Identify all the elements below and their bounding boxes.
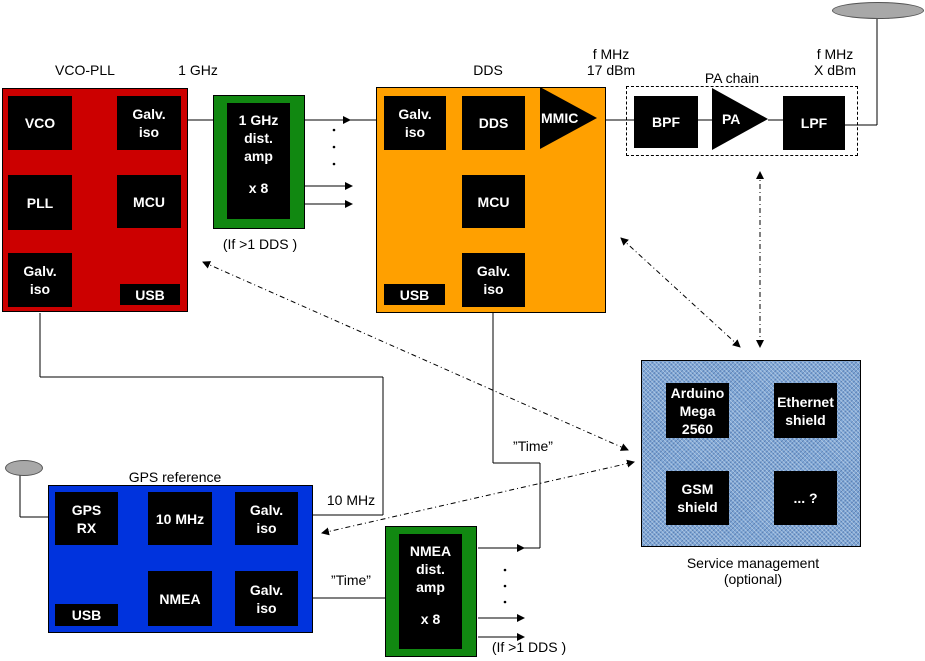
dds-galv-iso-block: Galv. iso [384, 96, 446, 150]
more-block: ... ? [774, 471, 837, 525]
pa-chain-group [626, 86, 858, 156]
pa-output-label: f MHz X dBm [813, 46, 856, 78]
label-time-gps: ”Time” [331, 572, 371, 588]
gps-nmea-block: NMEA [148, 571, 212, 626]
nmea-dist-amp-text: NMEA dist. amp [409, 543, 452, 595]
gps-usb-block: USB [55, 604, 118, 626]
freq-1ghz-label: 1 GHz [178, 62, 218, 78]
bpf-block: BPF [634, 96, 698, 148]
pll-block: PLL [8, 175, 72, 230]
ghz-dist-amp-text: 1 GHz dist. amp [238, 112, 279, 164]
vco-pll-title: VCO-PLL [55, 62, 115, 78]
dds-output-label: f MHz 17 dBm [586, 46, 636, 78]
dds-title: DDS [473, 62, 503, 78]
dds-galv-iso-low-block: Galv. iso [462, 253, 525, 307]
arduino-block: Arduino Mega 2560 [666, 383, 729, 438]
label-time-dds: ”Time” [513, 438, 553, 454]
gps-reference-title: GPS reference [128, 469, 222, 485]
antenna-icon [832, 2, 924, 19]
vco-block: VCO [8, 96, 72, 150]
gps-galv-iso-low-block: Galv. iso [235, 571, 298, 626]
dds-block: DDS [462, 96, 525, 150]
gps-rx-block: GPS RX [55, 492, 118, 545]
gsm-shield-block: GSM shield [666, 471, 729, 525]
gps-10mhz-block: 10 MHz [148, 492, 212, 545]
nmea-dist-amp-block: NMEA dist. amp x 8 [399, 534, 462, 649]
gps-antenna-icon [5, 460, 43, 476]
pa-chain-title: PA chain [704, 70, 760, 86]
vco-galv-iso-block: Galv. iso [117, 96, 181, 150]
ethernet-shield-block: Ethernet shield [774, 383, 837, 438]
ghz-dist-amp-note: (If >1 DDS ) [222, 236, 298, 252]
nmea-dist-amp-x8: x 8 [420, 611, 441, 627]
lpf-block: LPF [783, 96, 845, 150]
ghz-dist-amp-block: 1 GHz dist. amp x 8 [227, 103, 290, 219]
service-management-caption: Service management (optional) [686, 555, 820, 587]
mmic-label: MMIC [541, 110, 579, 126]
nmea-dist-amp-note: (If >1 DDS ) [491, 639, 567, 655]
gps-galv-iso-block: Galv. iso [235, 492, 298, 545]
pll-galv-iso-block: Galv. iso [8, 253, 72, 307]
dds-usb-block: USB [384, 284, 445, 305]
pa-label: PA [722, 111, 741, 127]
ghz-dist-amp-x8: x 8 [248, 180, 269, 196]
vco-pll-mcu-block: MCU [117, 175, 181, 228]
dds-mcu-block: MCU [462, 175, 525, 228]
label-10mhz: 10 MHz [326, 492, 376, 508]
vco-pll-usb-block: USB [120, 284, 180, 305]
